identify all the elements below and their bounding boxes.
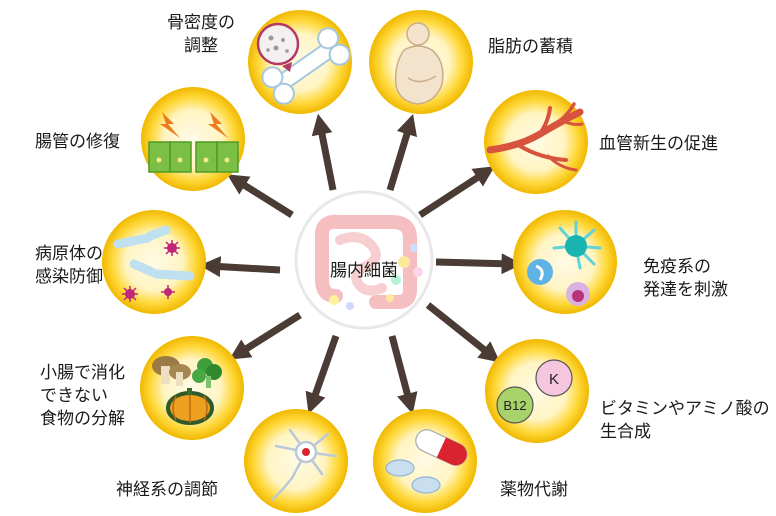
badge-k: K — [549, 371, 559, 388]
circle-immune — [513, 210, 617, 314]
label-vitamin: ビタミンやアミノ酸の 生合成 — [600, 398, 770, 444]
arrow-to-pathogen — [199, 256, 281, 278]
arrow-to-food — [229, 312, 302, 360]
label-repair: 腸管の修復 — [35, 131, 120, 154]
pregnant-body-icon — [394, 22, 444, 105]
circle-fat — [369, 10, 473, 114]
label-nerve-line-1: 神経系の調節 — [116, 480, 218, 500]
blood-vessel-icon — [486, 102, 584, 172]
label-vitamin-line-1: ビタミンやアミノ酸の — [600, 399, 770, 419]
circle-pathogen — [102, 210, 206, 314]
label-fat: 脂肪の蓄積 — [488, 36, 573, 59]
label-pathogen-line-2: 感染防御 — [35, 267, 103, 287]
intestine-icon — [315, 214, 423, 310]
label-food-line-1: 小腸で消化 — [40, 363, 125, 383]
label-drug-line-1: 薬物代謝 — [500, 480, 568, 500]
label-vessel: 血管新生の促進 — [599, 133, 718, 156]
circle-food — [140, 336, 244, 440]
circle-vitamin: K B12 — [485, 339, 589, 443]
neuron-icon — [270, 428, 338, 502]
vegetables-icon — [152, 356, 222, 425]
center-bubble — [294, 190, 434, 330]
arrow-to-nerve — [305, 334, 340, 414]
intestinal-cells-icon — [148, 112, 239, 173]
label-food-line-3: 食物の分解 — [40, 409, 125, 429]
label-vitamin-line-2: 生合成 — [600, 422, 651, 442]
label-immune-line-1: 免疫系の — [643, 257, 711, 277]
arrow-to-repair — [227, 174, 294, 218]
bacteria-icon — [113, 225, 195, 302]
arrow-to-drug — [388, 335, 418, 415]
label-pathogen: 病原体の 感染防御 — [35, 243, 103, 289]
arrow-to-vitamin — [425, 302, 501, 363]
circle-nerve — [244, 409, 348, 513]
label-food: 小腸で消化 できない 食物の分解 — [40, 362, 125, 431]
arrows — [199, 113, 523, 415]
label-repair-line-1: 腸管の修復 — [35, 132, 120, 152]
label-food-line-2: できない — [40, 386, 108, 406]
function-circles: K B12 — [102, 10, 617, 513]
circle-drug — [373, 409, 477, 513]
label-fat-line-1: 脂肪の蓄積 — [488, 37, 573, 57]
label-nerve: 神経系の調節 — [116, 479, 218, 502]
pill-icon — [385, 429, 468, 494]
arrow-to-bone — [311, 113, 337, 191]
label-bone: 骨密度の 調整 — [158, 12, 244, 58]
circle-vessel — [484, 90, 588, 194]
arrow-to-vessel — [418, 166, 495, 218]
vitamin-icon: K B12 — [496, 359, 573, 424]
bone-icon — [256, 22, 351, 105]
label-pathogen-line-1: 病原体の — [35, 244, 103, 264]
label-immune: 免疫系の 発達を刺激 — [643, 256, 728, 302]
center-label: 腸内細菌 — [330, 261, 398, 281]
label-drug: 薬物代謝 — [500, 479, 568, 502]
arrow-to-immune — [435, 253, 523, 275]
label-vessel-line-1: 血管新生の促進 — [599, 134, 718, 154]
circle-repair — [141, 87, 245, 191]
label-bone-line-1: 骨密度の — [167, 13, 235, 33]
label-bone-line-2: 調整 — [184, 36, 218, 56]
arrow-to-fat — [386, 113, 418, 192]
label-immune-line-2: 発達を刺激 — [643, 280, 728, 300]
circle-bone — [248, 10, 352, 114]
immune-cell-icon — [527, 220, 602, 306]
badge-b12: B12 — [503, 398, 526, 413]
